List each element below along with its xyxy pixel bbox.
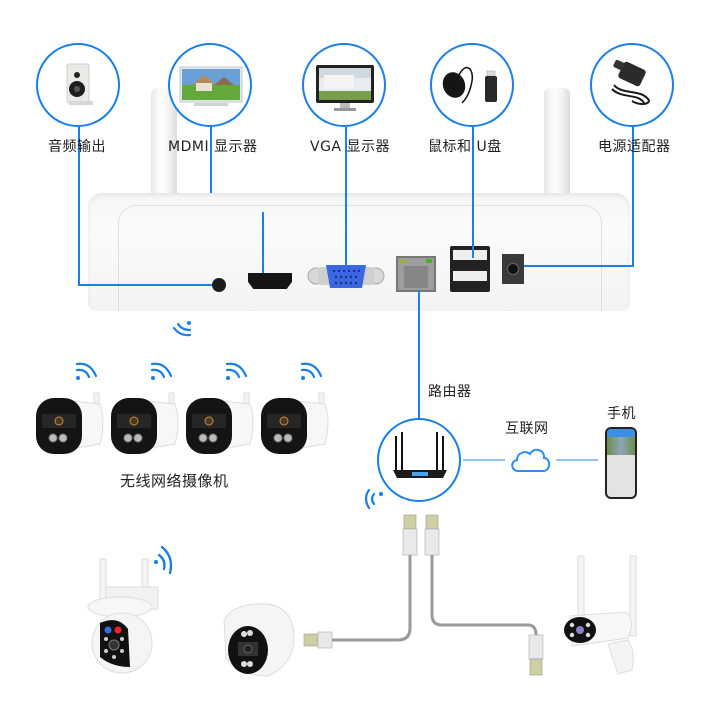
- nvr-bezel: [118, 205, 602, 312]
- connector-internet-phone: [556, 459, 598, 461]
- connector-hdmi: [210, 127, 212, 214]
- wifi-signal-icon: [225, 362, 248, 380]
- connector-router: [418, 290, 420, 420]
- ethernet-cables: [303, 514, 544, 676]
- peripheral-power-circle: [590, 43, 674, 127]
- wireless-cameras-label: 无线网络摄像机: [120, 472, 229, 490]
- peripheral-vga-circle: [302, 43, 386, 127]
- wifi-signal-icon: [75, 362, 98, 380]
- peripheral-vga-label: VGA 显示器: [310, 139, 390, 155]
- wireless-camera-icon: [261, 392, 329, 454]
- connector-audio-h-front: [78, 284, 218, 286]
- vga-port: [306, 261, 386, 291]
- peripheral-hdmi-circle: [168, 43, 252, 127]
- audio-jack-port: [212, 278, 226, 292]
- connector-hdmi-front: [262, 212, 264, 284]
- tv-monitor-icon: [179, 66, 243, 106]
- hdmi-port: [248, 273, 292, 289]
- speaker-icon: [66, 63, 93, 105]
- rj45-connector-bullet: [528, 634, 544, 676]
- router-circle: [377, 418, 461, 502]
- wireless-camera-icon: [111, 392, 179, 454]
- connector-power: [632, 127, 634, 267]
- mouse-usb-drive-icon: [442, 66, 497, 104]
- wifi-signal-icon: [300, 362, 323, 380]
- phone-label: 手机: [607, 406, 636, 422]
- peripheral-usb-label: 鼠标和 U盘: [428, 139, 502, 155]
- cloud-icon: [511, 448, 551, 472]
- dome-camera-icon: [223, 603, 295, 677]
- ptz-camera-icon: [87, 558, 159, 674]
- wifi-signal-icon-nvr: [172, 321, 192, 337]
- wireless-camera-icon: [36, 392, 104, 454]
- nvr-recorder: [88, 193, 630, 312]
- ethernet-port: [396, 256, 436, 292]
- wifi-signal-icon-ptz: [154, 545, 173, 575]
- rj45-connector-2: [424, 514, 440, 556]
- wireless-camera-icon: [186, 392, 254, 454]
- dc-power-jack: [502, 254, 524, 284]
- smartphone-icon: [605, 427, 637, 499]
- power-adapter-icon: [611, 59, 650, 106]
- connector-router-internet: [463, 459, 505, 461]
- computer-monitor-icon: [316, 65, 374, 111]
- wifi-signal-icon: [150, 362, 173, 380]
- connector-vga-front: [345, 193, 347, 277]
- wifi-signal-icon-router: [364, 488, 383, 510]
- router-label: 路由器: [428, 384, 472, 400]
- router-icon: [393, 432, 447, 478]
- peripheral-hdmi-label: MDMI 显示器: [168, 139, 258, 155]
- bullet-camera-icon: [564, 555, 637, 675]
- rj45-connector-dome: [303, 631, 333, 649]
- connector-audio: [78, 127, 80, 286]
- peripheral-audio-circle: [36, 43, 120, 127]
- peripheral-audio-label: 音频输出: [48, 139, 106, 155]
- usb-ports: [450, 246, 490, 292]
- connector-power-front: [516, 265, 634, 267]
- connector-usb-front: [472, 193, 474, 258]
- peripheral-usb-circle: [430, 43, 514, 127]
- peripheral-power-label: 电源适配器: [598, 139, 671, 155]
- rj45-connector-1: [402, 514, 418, 556]
- internet-label: 互联网: [505, 421, 549, 437]
